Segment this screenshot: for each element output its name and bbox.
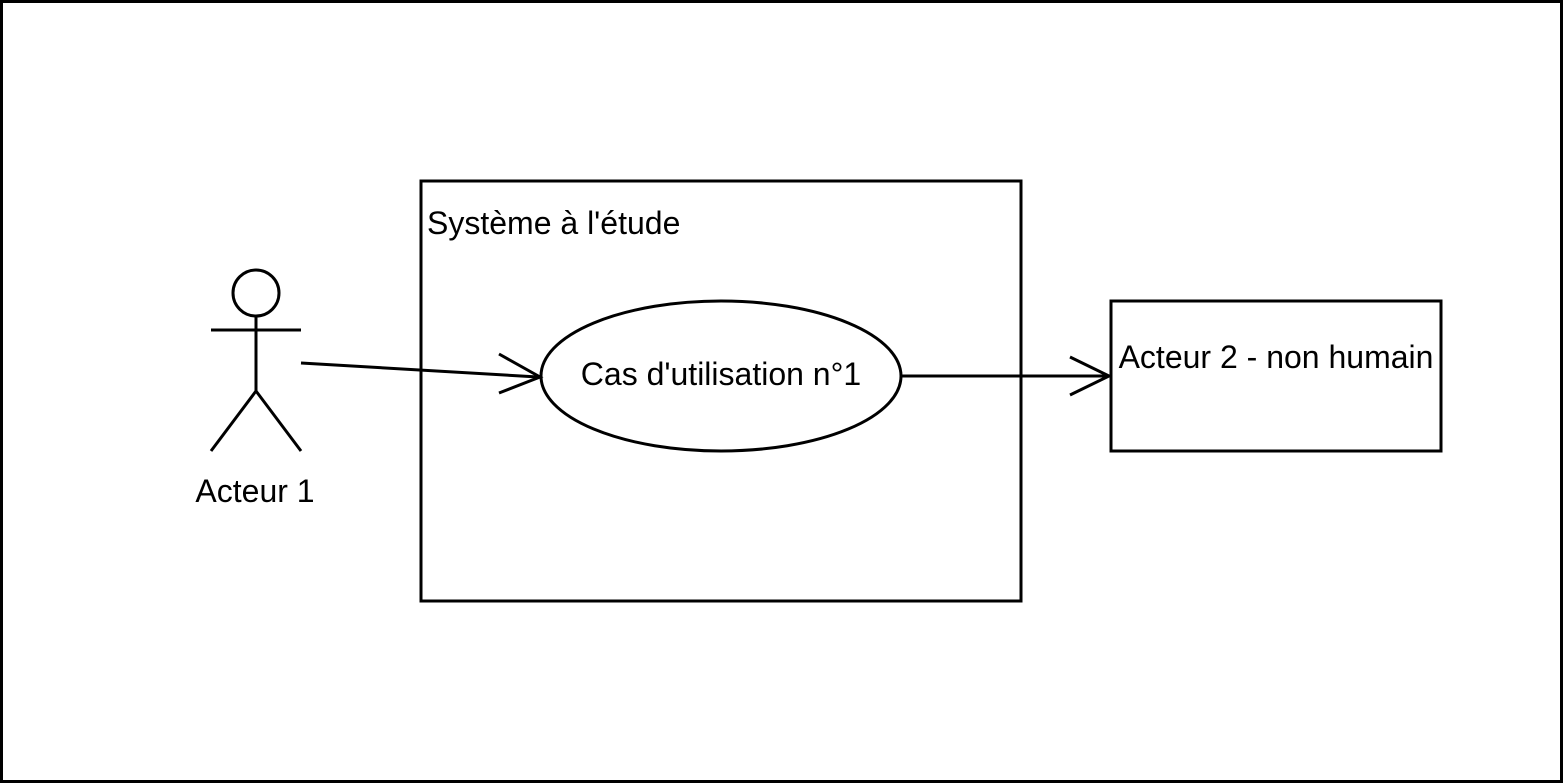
actor-2-label: Acteur 2 - non humain (1118, 339, 1434, 375)
association-arrow-actor1-usecase[interactable] (300, 352, 544, 395)
arrowhead-1 (498, 352, 544, 395)
association-arrow-usecase-actor2[interactable] (901, 355, 1113, 397)
actor-1-figure[interactable] (209, 268, 303, 452)
actor-1-left-leg (209, 390, 258, 452)
system-boundary[interactable] (419, 179, 1023, 603)
actor-1-head (231, 268, 281, 318)
use-case-label: Cas d'utilisation n°1 (580, 356, 862, 392)
actor-1-right-leg (254, 390, 303, 452)
actor-1-label: Acteur 1 (195, 473, 315, 509)
arrowhead-2 (1069, 355, 1113, 397)
association-line-1 (300, 361, 539, 379)
system-title: Système à l'étude (427, 205, 681, 241)
actor-2-box[interactable] (1109, 299, 1443, 453)
